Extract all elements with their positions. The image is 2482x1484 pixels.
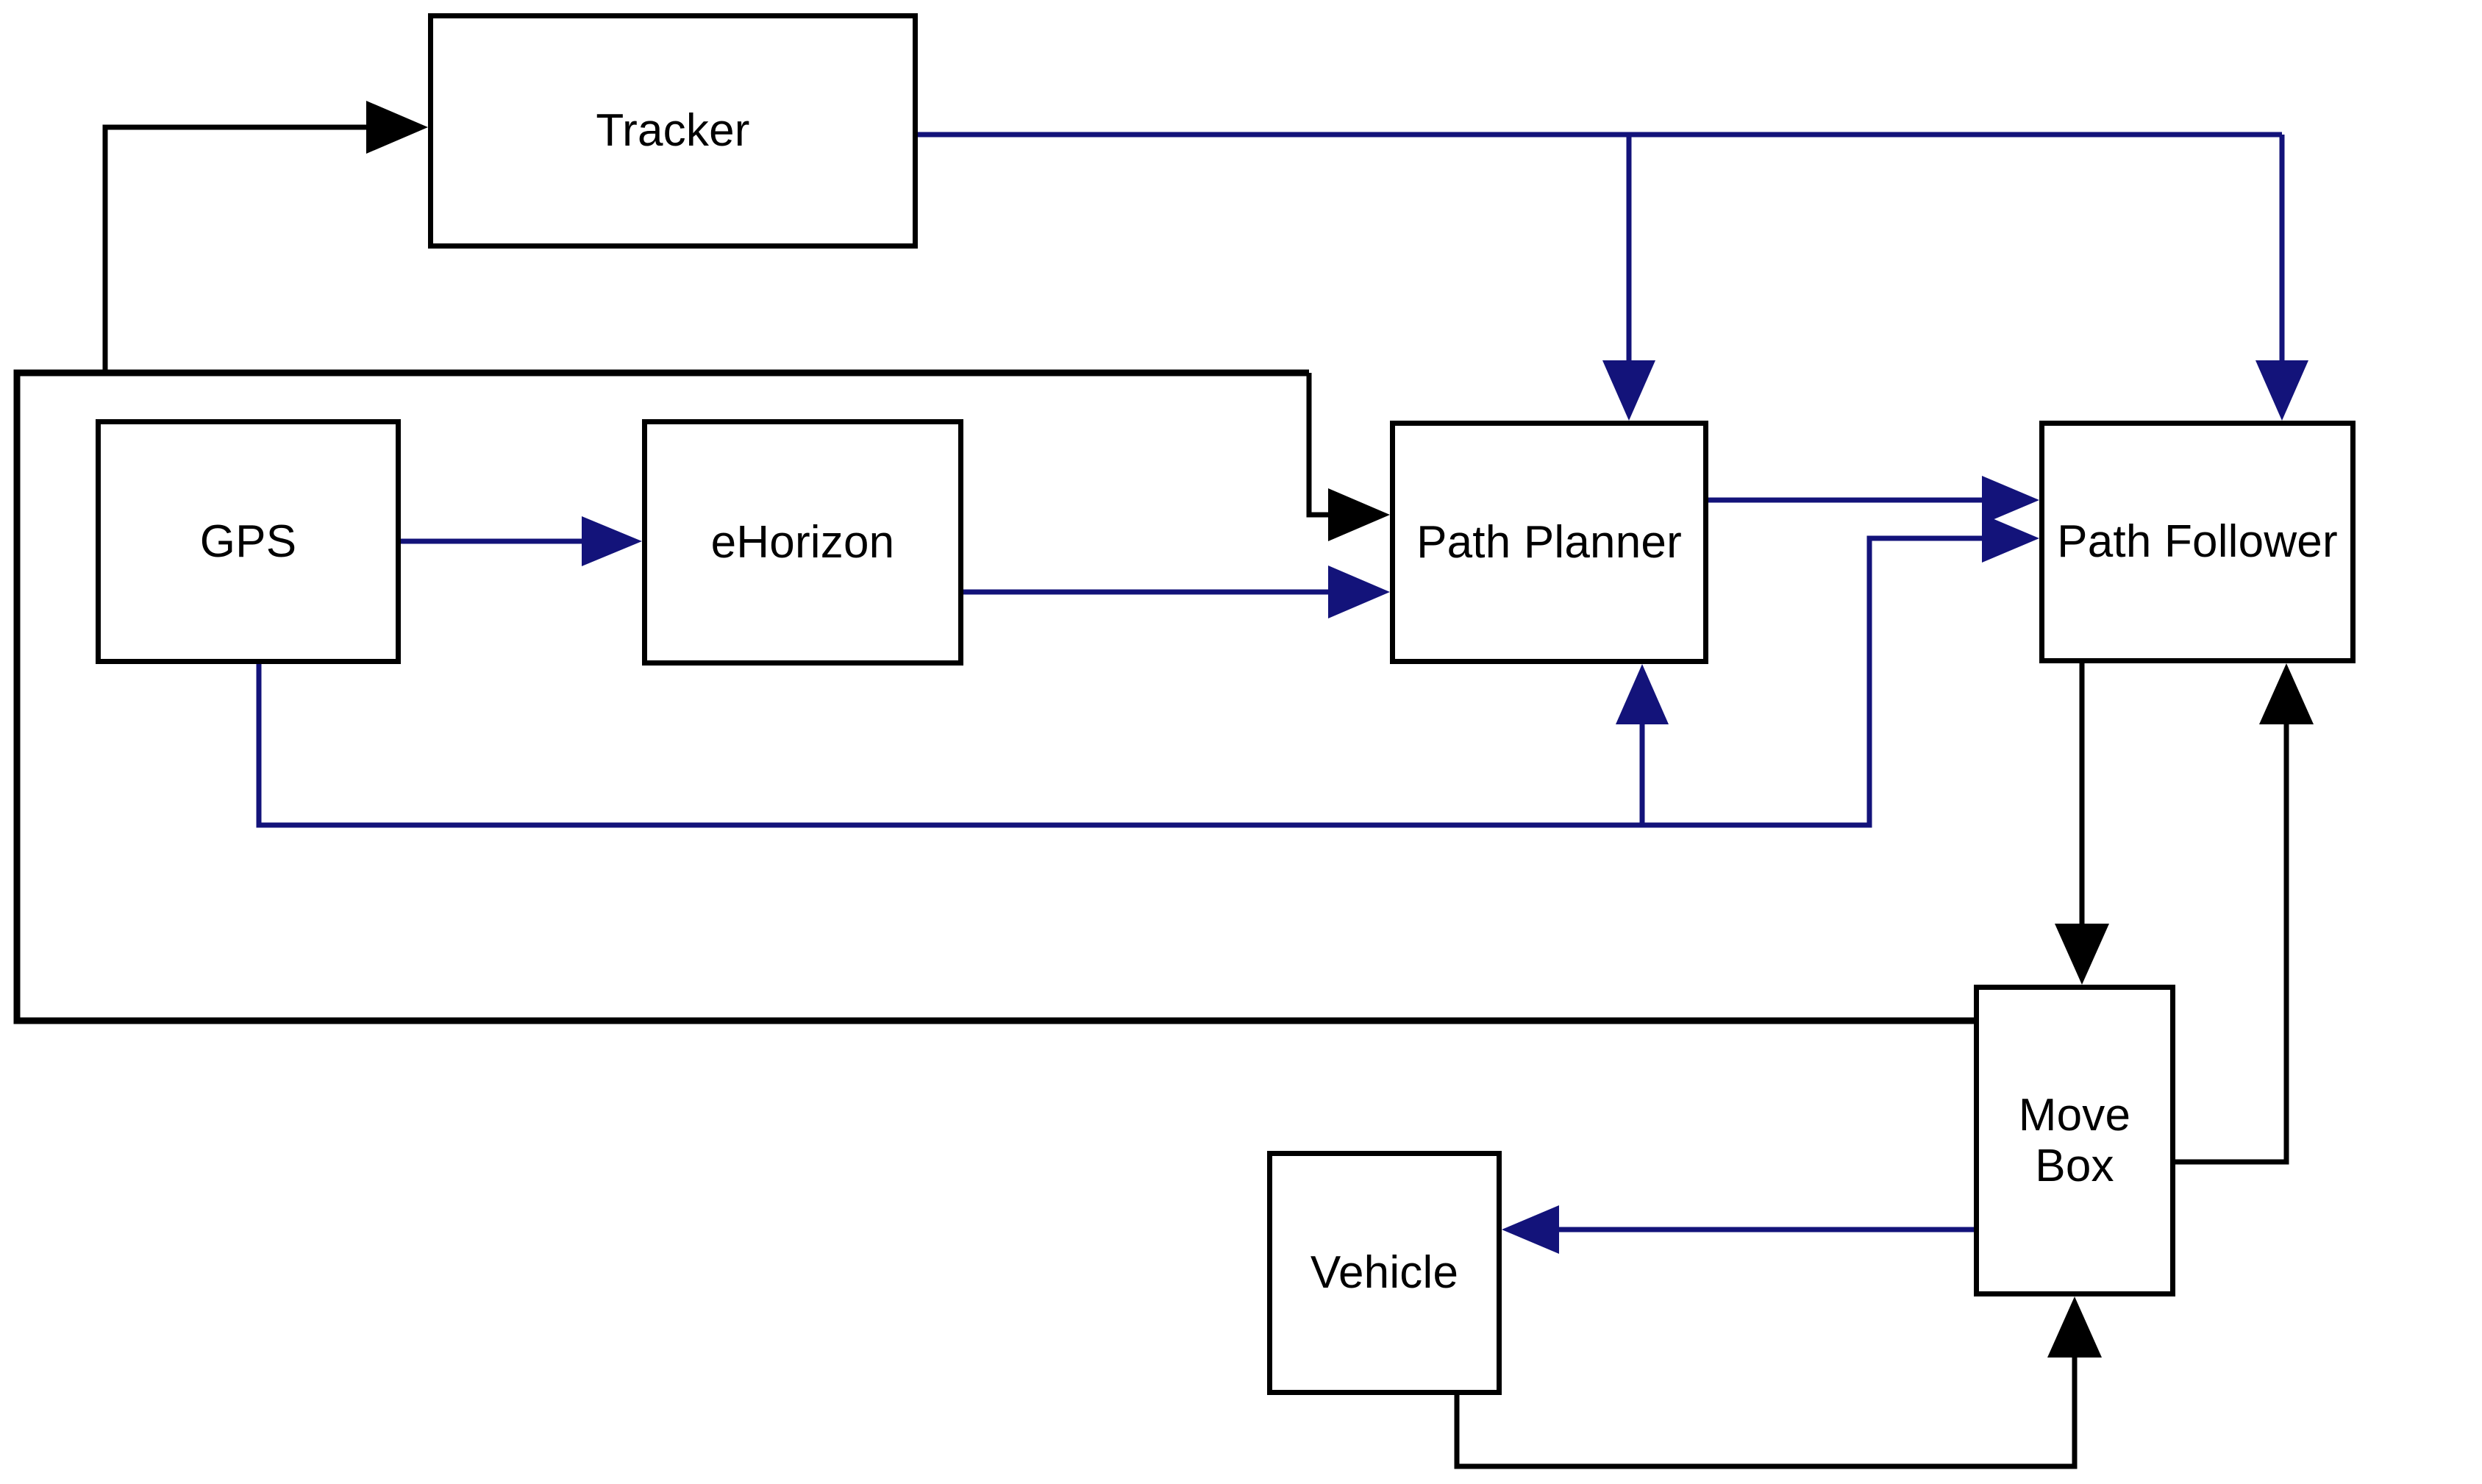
node-gps[interactable]: GPS bbox=[96, 419, 401, 664]
node-ehorizon-label: eHorizon bbox=[710, 516, 895, 568]
arrowhead-gps-to-path-follower bbox=[1982, 514, 2039, 563]
arrowhead-move-box-to-path-follower bbox=[2259, 663, 2314, 724]
container-bus-outline bbox=[13, 369, 1974, 1024]
edge-vehicle-to-move-box bbox=[1454, 1352, 2078, 1469]
arrowhead-container-to-path-planner bbox=[1328, 488, 1390, 541]
arrowhead-ehorizon-to-path-planner bbox=[1328, 566, 1390, 618]
arrowhead-tracker-to-path-follower bbox=[2255, 360, 2308, 421]
edge-container-to-path-planner bbox=[1306, 373, 1330, 518]
arrowhead-path-follower-to-move-box bbox=[2055, 924, 2109, 985]
node-vehicle-label: Vehicle bbox=[1310, 1247, 1459, 1299]
arrowhead-gps-to-path-planner bbox=[1616, 664, 1669, 724]
node-ehorizon[interactable]: eHorizon bbox=[642, 419, 963, 666]
node-move-box-label: Move Box bbox=[2018, 1089, 2131, 1191]
node-path-planner-label: Path Planner bbox=[1416, 516, 1682, 568]
node-tracker[interactable]: Tracker bbox=[428, 13, 918, 249]
node-gps-label: GPS bbox=[199, 516, 297, 567]
node-path-follower[interactable]: Path Follower bbox=[2039, 421, 2356, 663]
node-path-follower-label: Path Follower bbox=[2057, 516, 2338, 568]
node-tracker-label: Tracker bbox=[596, 105, 750, 157]
arrowhead-move-box-to-vehicle bbox=[1502, 1205, 1559, 1254]
arrowhead-path-planner-to-path-follower bbox=[1982, 476, 2039, 524]
arrowhead-gps-to-ehorizon bbox=[582, 516, 642, 566]
node-move-box[interactable]: Move Box bbox=[1974, 985, 2175, 1296]
node-vehicle[interactable]: Vehicle bbox=[1267, 1151, 1502, 1395]
edge-gps-feedback-trunk bbox=[256, 535, 1986, 828]
edge-move-box-to-path-follower bbox=[2175, 717, 2289, 1165]
arrowhead-vehicle-to-move-box bbox=[2047, 1296, 2102, 1358]
arrowhead-container-to-tracker bbox=[366, 101, 428, 154]
arrowhead-tracker-to-path-planner bbox=[1602, 360, 1655, 421]
edge-container-to-tracker bbox=[102, 124, 368, 373]
node-path-planner[interactable]: Path Planner bbox=[1390, 421, 1708, 664]
